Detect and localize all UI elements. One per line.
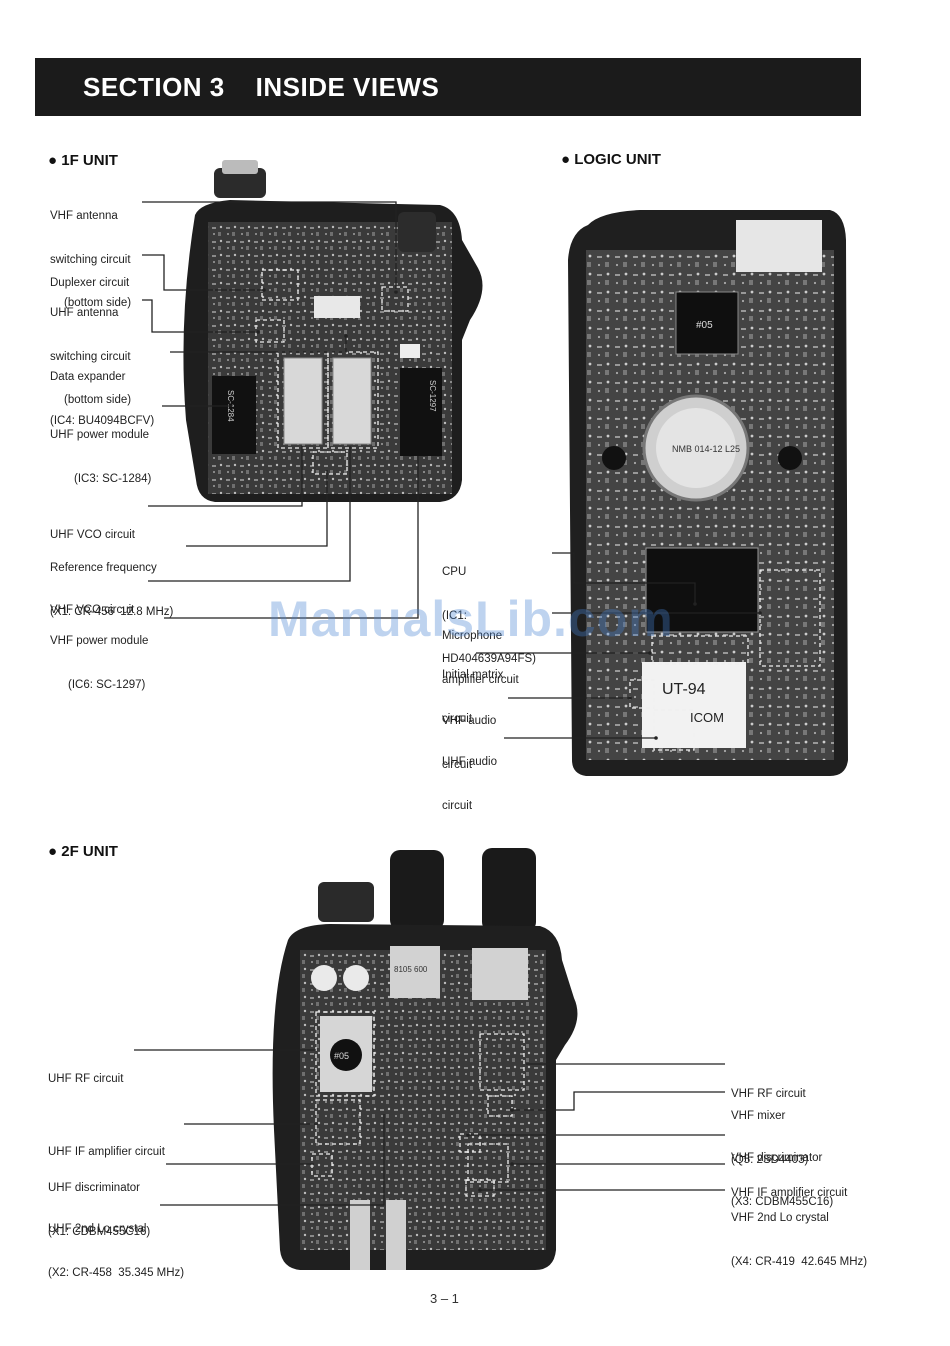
sticker-mark-2: ICOM — [690, 710, 724, 725]
logic-ic-top-mark: #05 — [696, 320, 713, 331]
section-title: SECTION 3 INSIDE VIEWS — [83, 72, 440, 102]
label-uhf-if-amplifier: UHF IF amplifier circuit — [48, 1146, 165, 1158]
label-data-expander: Data expander (IC4: BU4094BCFV) — [50, 371, 155, 427]
label-uhf-antenna-switching: UHF antenna switching circuit (bottom si… — [50, 307, 132, 406]
filter-tag-mark: 8105 600 — [394, 965, 428, 974]
label-uhf-power-module: UHF power module (IC3: SC-1284) — [50, 429, 152, 485]
label-uhf-vco: UHF VCO circuit — [50, 529, 135, 541]
label-microphone-amplifier: Microphone amplifier circuit — [442, 630, 519, 686]
if-unit-title: ● 1F UNIT — [48, 152, 118, 169]
label-uhf-rf: UHF RF circuit — [48, 1073, 124, 1085]
label-vhf-mixer: VHF mixer (Q5: 2SD4403) — [731, 1110, 809, 1166]
label-vhf-rf: VHF RF circuit — [731, 1088, 806, 1100]
shield-tag-mark: #05 — [334, 1051, 349, 1061]
label-vhf-antenna-switching: VHF antenna switching circuit (bottom si… — [50, 210, 132, 309]
label-vhf-if-amplifier: VHF IF amplifier circuit — [731, 1187, 848, 1199]
label-uhf-discriminator: UHF discriminator (X1: CDBM455C16) — [48, 1182, 151, 1238]
watermark: ManualsLib.com — [268, 591, 674, 647]
label-uhf-2nd-lo-crystal: UHF 2nd Lo crystal (X2: CR-458 35.345 MH… — [48, 1223, 185, 1279]
label-duplexer: Duplexer circuit — [50, 277, 130, 289]
section-header-bar: SECTION 3 INSIDE VIEWS — [35, 58, 861, 116]
twof-unit-photo: 8105 600 #05 — [272, 848, 578, 1270]
page-number: 3 – 1 — [430, 1291, 459, 1306]
sticker-mark: UT-94 — [662, 681, 706, 698]
label-uhf-audio: UHF audio circuit — [442, 756, 497, 812]
label-vhf-discriminator: VHF discriminator (X3: CDBM455C16) — [731, 1152, 834, 1208]
label-vhf-2nd-lo-crystal: VHF 2nd Lo crystal (X4: CR-419 42.645 MH… — [731, 1212, 868, 1268]
if-unit-photo: SC-1284 SC-1297 — [183, 160, 483, 502]
label-vhf-audio: VHF audio circuit — [442, 715, 497, 771]
logic-unit-photo: #05 NMB 014-12 L25 UT-94 ICOM — [568, 210, 848, 776]
chip-a-mark: SC-1284 — [226, 390, 235, 422]
logic-unit-title: ● LOGIC UNIT — [561, 151, 661, 168]
chip-b-mark: SC-1297 — [428, 380, 437, 412]
label-vhf-power-module: VHF power module (IC6: SC-1297) — [50, 635, 149, 691]
speaker-mark: NMB 014-12 L25 — [672, 444, 740, 454]
label-reference-frequency: Reference frequency (X1: CR-456 12.8 MHz… — [50, 562, 174, 618]
label-vhf-vco: VHF VCO circuit — [50, 604, 135, 616]
label-initial-matrix: Initial matrix circuit — [442, 669, 504, 725]
label-cpu: CPU (IC1: HD404639A94FS) — [442, 566, 536, 665]
twof-unit-title: ● 2F UNIT — [48, 843, 118, 860]
